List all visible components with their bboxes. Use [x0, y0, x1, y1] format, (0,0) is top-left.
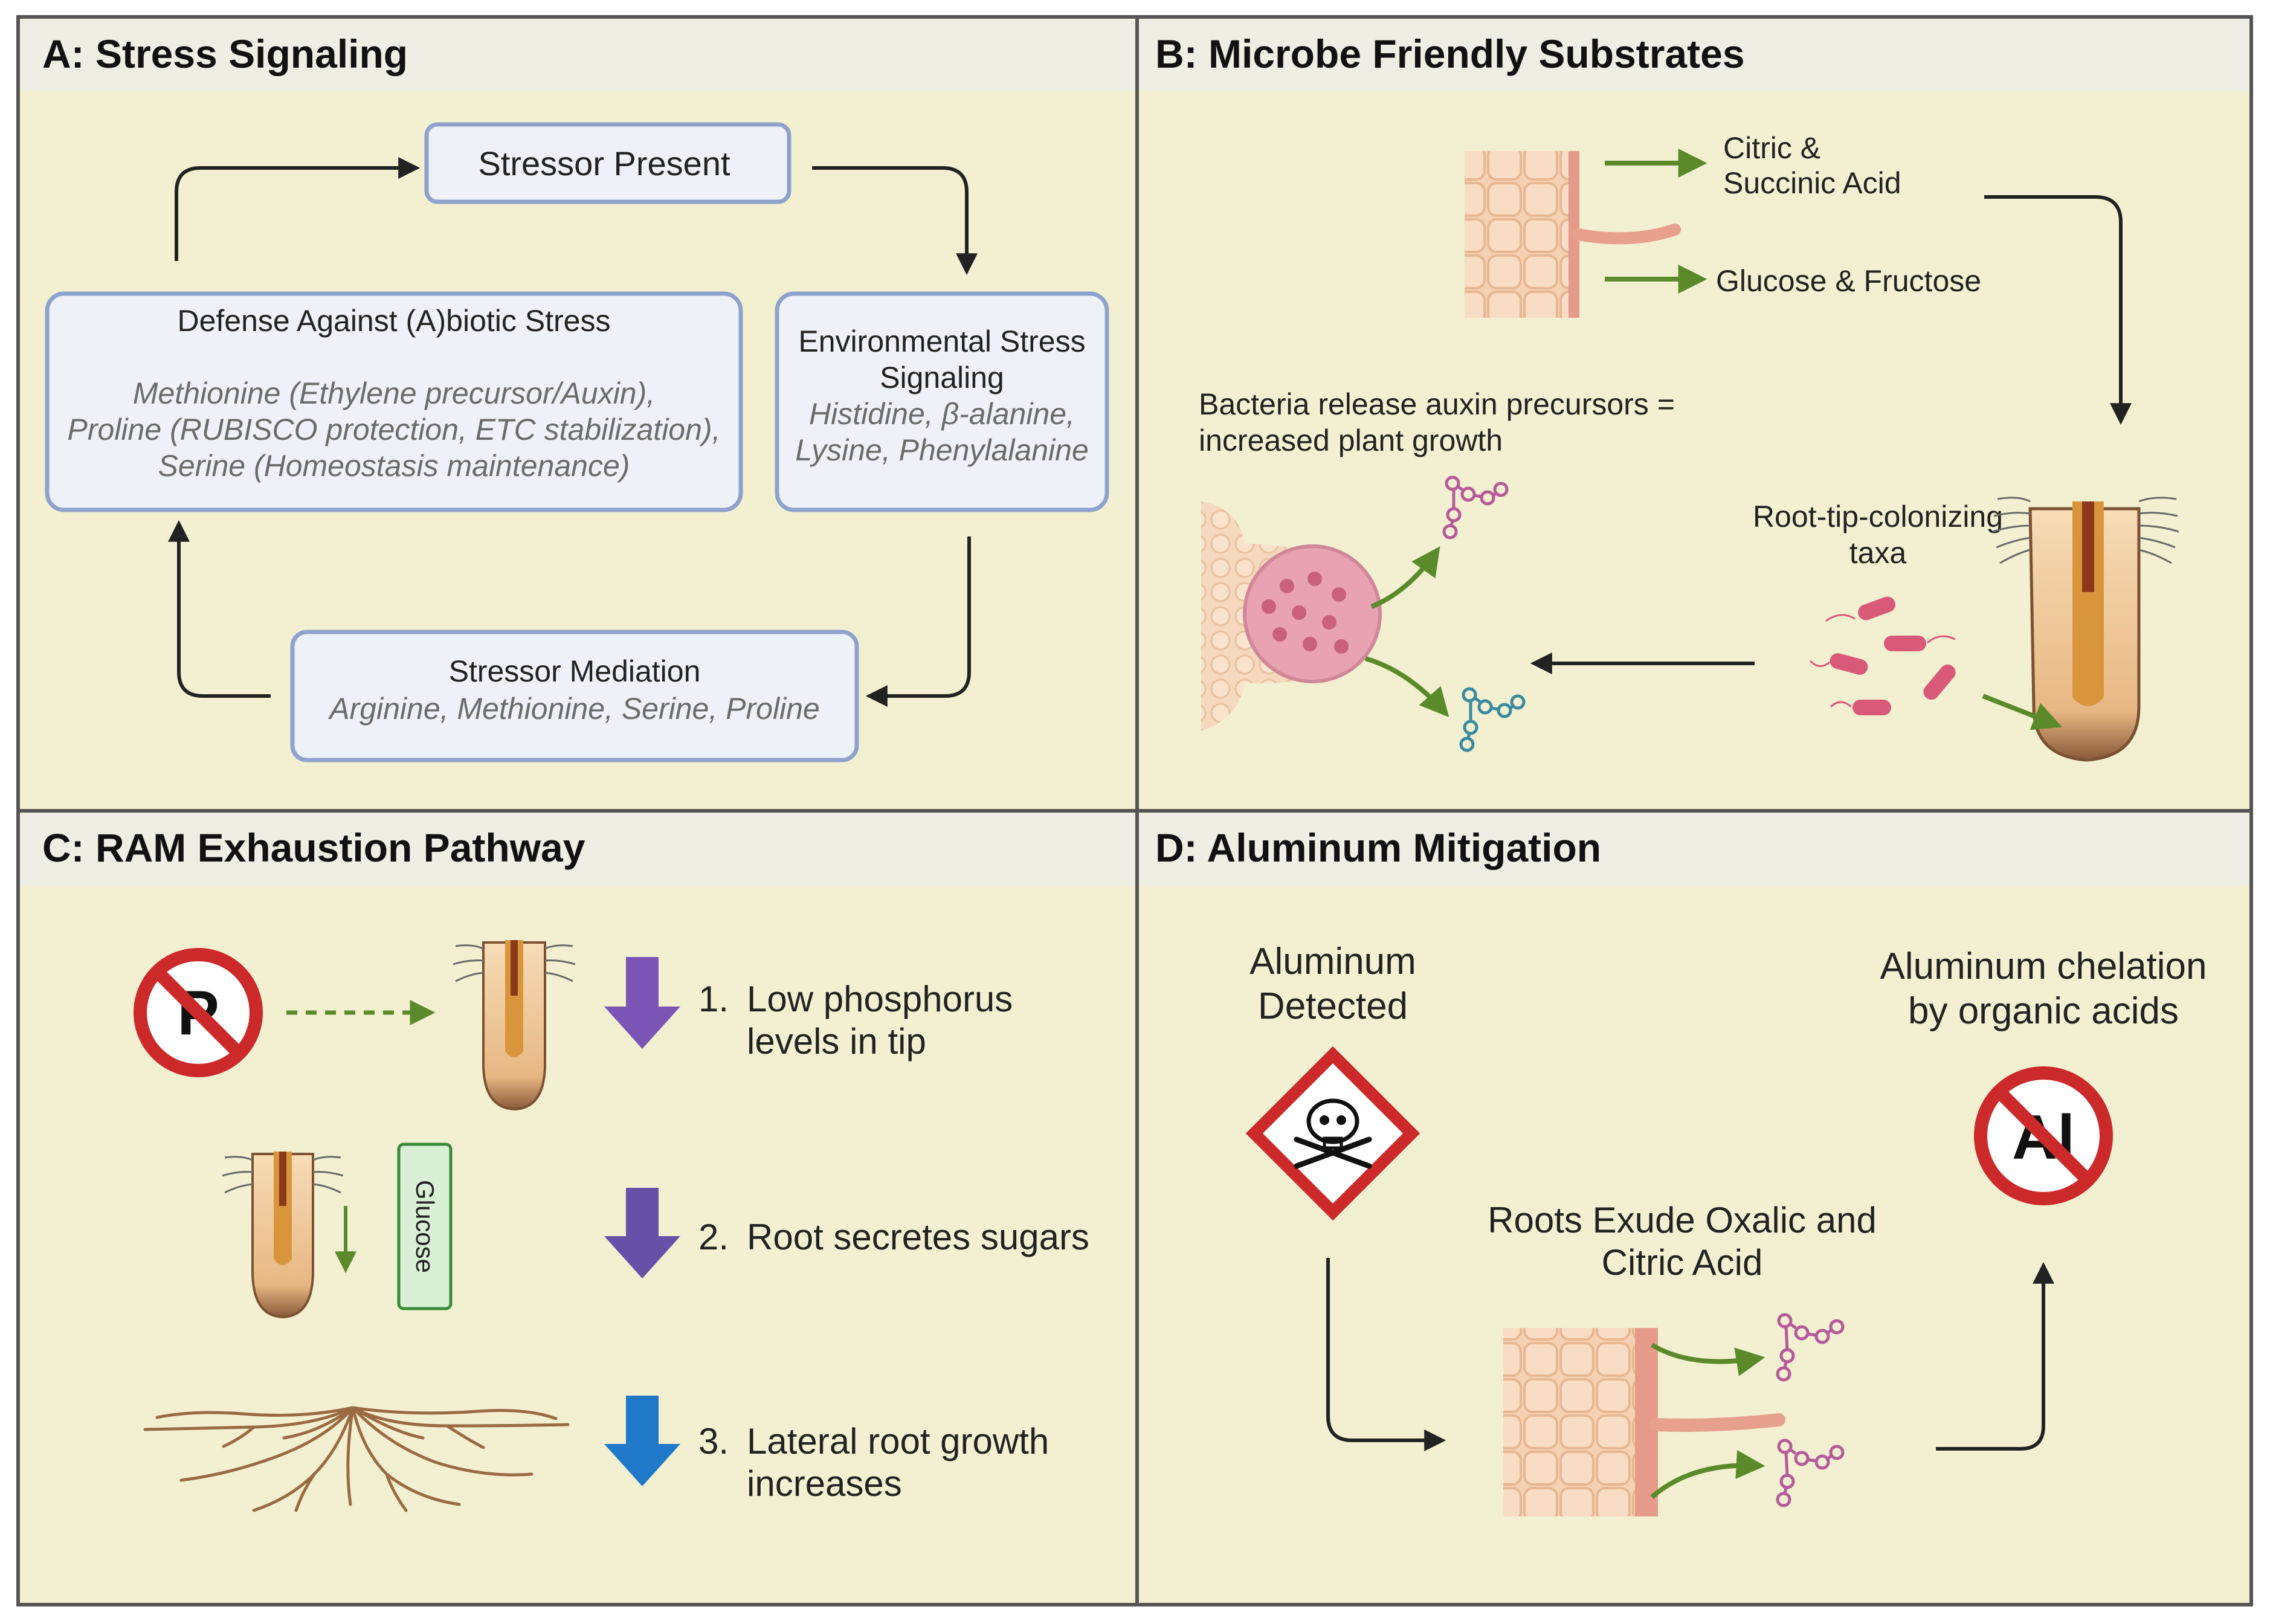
panel-a-header [18, 17, 1136, 91]
arrow-to-root-tip [1984, 195, 2132, 425]
stressor-present-label: Stressor Present [478, 144, 730, 182]
arrow-nodule-down [1364, 656, 1449, 718]
env-line-1: Histidine, β-alanine, [809, 397, 1075, 431]
defense-line-2: Proline (RUBISCO protection, ETC stabili… [68, 413, 721, 446]
arrow-detected-to-roots [1326, 1258, 1446, 1451]
step-1-num: 1. [698, 979, 729, 1019]
mediation-line: Arginine, Methionine, Serine, Proline [327, 692, 820, 726]
root-tip-c1 [453, 940, 576, 1111]
glucose-fructose-label: Glucose & Fructose [1716, 264, 1981, 298]
arrow-exude-top [1650, 1342, 1765, 1376]
glucose-tag [397, 1142, 453, 1310]
root-cells-top [1465, 151, 1681, 318]
bacteria-line-2: increased plant growth [1199, 424, 1503, 457]
toxic-hazard-icon [1245, 1046, 1420, 1221]
step-1-arrow [604, 957, 680, 1049]
step-3-num: 3. [698, 1421, 729, 1461]
root-nodule [1201, 501, 1382, 731]
defense-box [45, 291, 743, 512]
glucose-tag-label: Glucose [411, 1180, 439, 1273]
molecule-purple-b [1442, 475, 1509, 540]
panel-b-title: B: Microbe Friendly Substrates [1155, 31, 1745, 76]
arrow-bacteria-to-tip [1982, 694, 2062, 730]
detected-line-2: Detected [1258, 985, 1408, 1027]
no-aluminum-icon: Al [1974, 1066, 2113, 1205]
root-tip-b [1992, 497, 2179, 762]
molecule-teal-b [1459, 687, 1526, 752]
root-tip-line-2: taxa [1849, 536, 1907, 570]
panel-b: B: Microbe Friendly Substrates Citric & … [1155, 31, 2179, 762]
molecule-purple-d2 [1776, 1439, 1845, 1507]
citric-line-2: Succinic Acid [1723, 166, 1901, 200]
exude-line-1: Roots Exude Oxalic and [1488, 1200, 1877, 1240]
step-2-line-1: Root secretes sugars [747, 1217, 1089, 1257]
panel-c-background [18, 812, 1136, 1605]
exude-line-2: Citric Acid [1602, 1242, 1763, 1283]
env-title-line-2: Signaling [880, 361, 1004, 395]
arrow-defense-to-stressor [175, 157, 421, 261]
arrow-exude-bottom [1650, 1449, 1765, 1500]
env-title-line-1: Environmental Stress [798, 324, 1085, 358]
bacteria-line-1: Bacteria release auxin precursors = [1199, 387, 1675, 421]
molecule-purple-d1 [1776, 1313, 1845, 1382]
panel-d-title: D: Aluminum Mitigation [1155, 825, 1601, 870]
step-2-arrow [604, 1188, 680, 1278]
env-signaling-box [775, 291, 1109, 512]
step-1-line-1: Low phosphorus [747, 979, 1013, 1019]
bacteria-group [1809, 596, 1956, 715]
lateral-roots [143, 1406, 570, 1512]
env-line-2: Lysine, Phenylalanine [795, 433, 1089, 467]
panel-c: C: RAM Exhaustion Pathway P [42, 825, 1089, 1512]
panel-c-title: C: RAM Exhaustion Pathway [42, 825, 585, 870]
chelation-line-2: by organic acids [1908, 990, 2179, 1032]
step-3-line-2: increases [747, 1463, 902, 1504]
panel-d: D: Aluminum Mitigation Aluminum Detected… [1155, 825, 2207, 1516]
arrow-mediation-to-defense [168, 520, 271, 698]
panel-frames [16, 15, 2253, 1606]
mediation-title: Stressor Mediation [449, 654, 701, 688]
defense-title: Defense Against (A)biotic Stress [178, 304, 611, 338]
arrow-roots-to-chelation [1936, 1262, 2054, 1451]
no-phosphorus-icon: P [134, 948, 263, 1077]
step-3-arrow [604, 1396, 680, 1486]
panel-c-header [18, 812, 1136, 886]
arrow-stressor-to-env [812, 166, 978, 276]
root-tip-line-1: Root-tip-colonizing [1753, 500, 2003, 533]
panel-a-title: A: Stress Signaling [42, 31, 408, 76]
panel-a: A: Stress Signaling Stressor Present Def… [42, 31, 1109, 762]
chelation-line-1: Aluminum chelation [1880, 946, 2207, 987]
step-3-line-1: Lateral root growth [747, 1421, 1049, 1461]
defense-line-3: Serine (Homeostasis maintenance) [158, 449, 630, 483]
citric-line-1: Citric & [1723, 131, 1820, 165]
step-2-num: 2. [698, 1217, 729, 1257]
stressor-mediation-box [290, 630, 859, 762]
step-1-line-2: levels in tip [747, 1021, 926, 1062]
detected-line-1: Aluminum [1249, 941, 1416, 982]
root-tip-c2 [222, 1152, 344, 1319]
stressor-present-box [424, 122, 792, 204]
panel-b-header [1138, 17, 2251, 91]
arrow-env-to-mediation [865, 536, 971, 707]
arrow-nodule-up [1370, 546, 1440, 609]
root-cells-d [1503, 1328, 1785, 1516]
defense-line-1: Methionine (Ethylene precursor/Auxin), [133, 376, 655, 410]
panel-d-header [1138, 812, 2251, 886]
